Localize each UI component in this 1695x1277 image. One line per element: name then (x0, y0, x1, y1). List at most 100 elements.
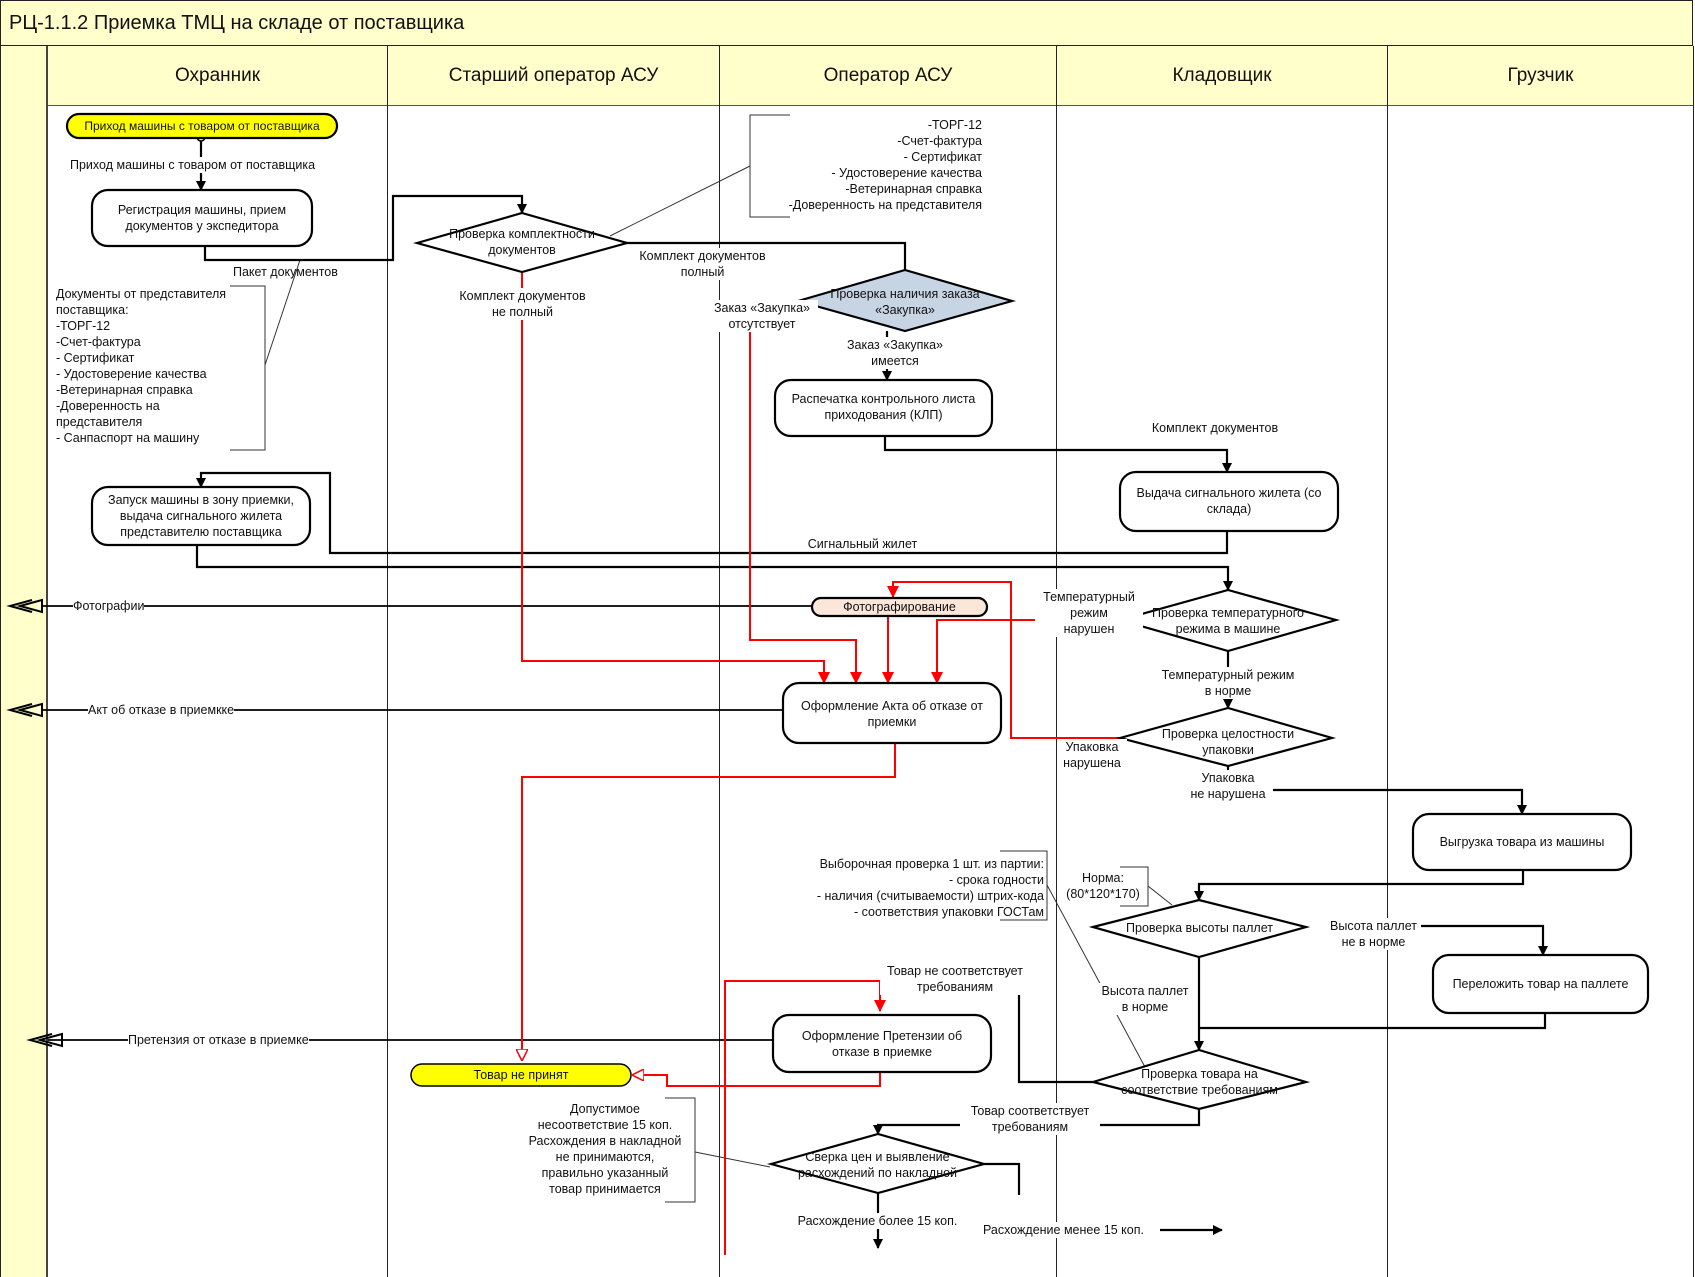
annotation-pallet-norm: Норма: (80*120*170) (1066, 871, 1140, 901)
lane-header-loader: Грузчик (1388, 46, 1693, 106)
claim-task[interactable]: Оформление Претензии об отказе в приемке (801, 1029, 963, 1059)
double-arrow-icon (6, 702, 43, 718)
unload-task[interactable]: Выгрузка товара из машины (1439, 835, 1605, 849)
not-accepted-shape (410, 1063, 632, 1087)
output-flows (42, 605, 812, 1041)
connector-tolerance (694, 1151, 771, 1168)
register-car-shape (90, 188, 314, 248)
check-goods-decision[interactable]: Проверка товара на соответствие требован… (1121, 1067, 1278, 1097)
check-order-shape (793, 268, 1017, 333)
check-docs-decision[interactable]: Проверка комплектности документов (449, 227, 595, 257)
double-arrow-icon (6, 598, 43, 614)
flow-label-diff-less: Расхождение менее 15 коп. (983, 1222, 1144, 1238)
unload-shape (1411, 812, 1633, 872)
output-arrowheads (6, 598, 63, 1048)
check-pack-decision[interactable]: Проверка целостности упаковки (1161, 727, 1295, 757)
reject-act-task[interactable]: Оформление Акта об отказе от приемки (801, 699, 983, 729)
flow-label-temp-violated: Температурный режим нарушен (1035, 589, 1143, 637)
flow-label-docs-incomplete: Комплект документов не полный (445, 288, 600, 320)
output-label-act: Акт об отказе в приемкке (88, 702, 235, 718)
output-label-claim: Претензия от отказе в приемке (128, 1032, 309, 1048)
check-temp-decision[interactable]: Проверка температурного режима в машине (1152, 606, 1304, 636)
flow-temp-violated (931, 619, 1040, 684)
check-order-decision[interactable]: Проверка наличия заказа «Закупка» (830, 287, 980, 317)
start-event[interactable]: Приход машины с товаром от поставщика (84, 119, 320, 133)
flow-docs-incomplete (521, 257, 830, 684)
flow-pack-damaged (887, 581, 1125, 739)
lane-divider (1693, 46, 1694, 1277)
flow-label-goods-bad: Товар не соответствует требованиям (880, 963, 1030, 995)
lane-divider (1387, 46, 1388, 1277)
check-pack-shape (1115, 706, 1337, 768)
print-klp-shape (773, 378, 994, 438)
launch-car-shape (90, 485, 312, 547)
check-goods-shape (1088, 1048, 1311, 1111)
flow-klp-to-vest (883, 436, 1232, 473)
diagram-title-bar: РЦ-1.1.2 Приемка ТМЦ на складе от постав… (0, 0, 1693, 46)
claim-shape (771, 1013, 993, 1074)
shapes (65, 112, 1650, 1195)
external-lane (0, 46, 48, 1277)
bracket-tolerance (665, 1097, 696, 1203)
print-klp-task[interactable]: Распечатка контрольного листа приходован… (791, 392, 976, 422)
lane-divider (387, 46, 388, 1277)
flow-launch-to-temp (195, 545, 1233, 591)
diagram-title: РЦ-1.1.2 Приемка ТМЦ на складе от постав… (9, 12, 465, 34)
start-event-shape (65, 112, 339, 140)
flow-label-goods-ok: Товар соответствует требованиям (960, 1103, 1100, 1135)
annotation-brackets (230, 114, 1173, 1203)
annotation-docs-from-rep: Документы от представителя поставщика: -… (56, 287, 227, 445)
flow-label-doc-set: Комплект документов (1151, 421, 1279, 435)
connector-norm (1147, 885, 1173, 906)
lane-header-operator: Оператор АСУ (720, 46, 1056, 106)
issue-vest-shape (1118, 470, 1340, 533)
flow-docs-package (203, 194, 527, 262)
flow-label-docs-full: Комплект документов полный (630, 248, 775, 280)
flow-label-signal-vest: Сигнальный жилет (807, 537, 918, 551)
lane-header-senior-operator: Старший оператор АСУ (388, 46, 719, 106)
check-docs-shape (412, 211, 632, 274)
flow-repack-return (1199, 1013, 1547, 1030)
issue-vest-task[interactable]: Выдача сигнального жилета (со склада) (1136, 486, 1322, 516)
flow-diff-less (984, 1162, 1021, 1195)
repack-shape (1431, 953, 1650, 1015)
check-height-shape (1088, 898, 1311, 959)
photo-task[interactable]: Фотографирование (843, 600, 956, 614)
flow-label-temp-ok: Температурный режим в норме (1145, 667, 1311, 699)
connector-docs-req (609, 165, 751, 237)
flow-label-order-missing: Заказ «Закупка» отсутствует (706, 300, 818, 332)
flow-label-pack-damaged: Упаковка нарушена (1057, 739, 1127, 771)
flow-label-height-ok: Высота паллет в норме (1095, 983, 1195, 1015)
lane-divider (1056, 46, 1057, 1277)
flow-label-pack-ok: Упаковка не нарушена (1183, 770, 1273, 802)
lane-header-guard: Охранник (48, 46, 387, 106)
flow-goods-bad-red (724, 980, 886, 1255)
annotation-sample-check: Выборочная проверка 1 шт. из партии: - с… (816, 857, 1044, 919)
output-label-photos: Фотографии (73, 598, 145, 614)
price-check-decision[interactable]: Сверка цен и выявление расхождений по на… (797, 1150, 958, 1180)
check-height-decision[interactable]: Проверка высоты паллет (1126, 921, 1273, 935)
flow-label-order-exists: Заказ «Закупка» имеется (835, 337, 955, 369)
repack-task[interactable]: Переложить товар на паллете (1452, 977, 1629, 991)
lane-header-storekeeper: Кладовщик (1057, 46, 1387, 106)
bracket-docs-rep (230, 285, 266, 451)
flow-label-arrival: Приход машины с товаром от поставщика (70, 157, 316, 173)
flow-claim-to-rejected (633, 1067, 881, 1087)
connector-docs-rep (264, 259, 301, 366)
photo-shape (810, 596, 989, 618)
annotation-docs-required: -ТОРГ-12 -Счет-фактура - Сертификат - Уд… (788, 118, 982, 212)
launch-car-task[interactable]: Запуск машины в зону приемки, выдача сиг… (108, 493, 294, 539)
double-arrow-icon (26, 1032, 63, 1048)
reject-act-shape (781, 681, 1003, 745)
flow-vest-to-launch (196, 471, 1229, 555)
flow-unload-to-height (1194, 870, 1525, 901)
flow-label-diff-more: Расхождение более 15 коп. (785, 1213, 970, 1229)
flow-label-doc-package: Пакет документов (233, 265, 338, 279)
not-accepted-event[interactable]: Товар не принят (473, 1068, 569, 1082)
flow-goods-bad (1017, 995, 1093, 1084)
annotation-tolerance: Допустимое несоответствие 15 коп. Расхож… (528, 1102, 682, 1196)
flow-act-to-rejected (522, 743, 896, 1060)
check-temp-shape (1115, 588, 1341, 653)
register-car-task[interactable]: Регистрация машины, прием документов у э… (117, 203, 287, 233)
flow-label-height-bad: Высота паллет не в норме (1326, 918, 1421, 950)
